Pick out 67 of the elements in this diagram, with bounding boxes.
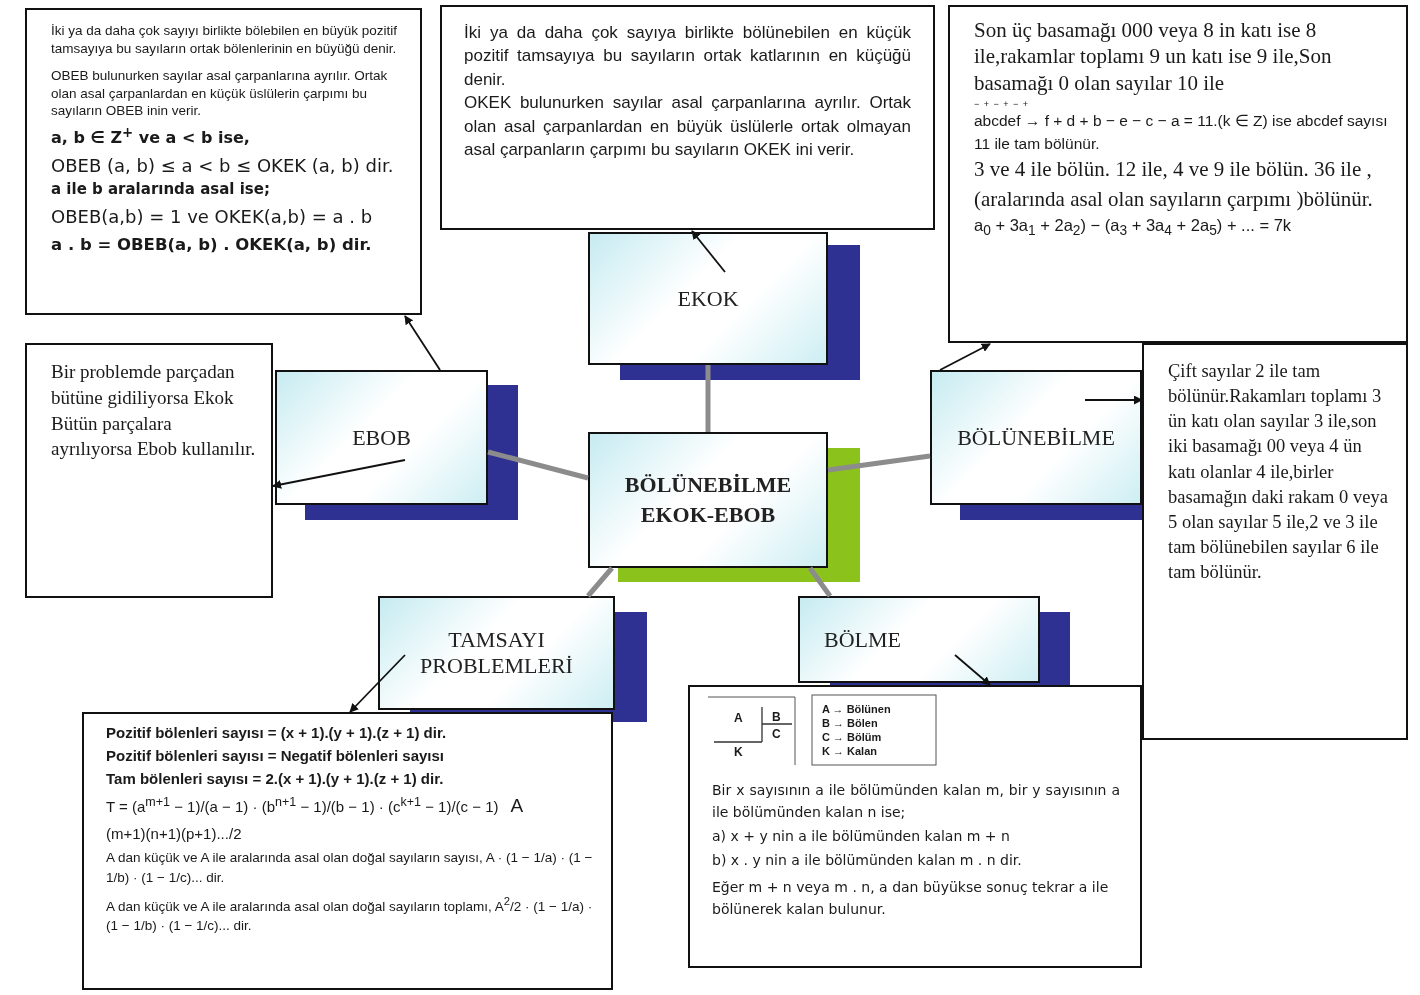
note-text: OBEB bulunurken sayılar asal çarpanlarına ayrılır. Ortak olan asal çarpanlardan en küçük üslülerin çarpımı bu sayıların OBEB inin verir. [51,67,389,120]
formula-text: (m+1)(n+1)(p+1).../2 [106,825,242,842]
topic-box [930,370,1142,505]
formula-text: abcdef → f + d + b − e − c − a = 11.(k ∈ Z) ise abcdef sayısı 11 ile tam bölünür. [974,110,1388,154]
connector-line [487,449,589,481]
note-text: Eğer m + n veya m . n, a dan büyükse sonuç tekrar a ile bölünerek kalan bulunur. [712,877,1110,920]
note-box [688,685,1142,968]
formula-text: a . b = OBEB(a, b) . OKEK(a, b) dir. [51,235,373,255]
sign-marks: − + − + − + [974,99,1031,109]
formula-text: Pozitif bölenleri sayısı = (x + 1).(y + 1).(z + 1) dir. [106,724,448,741]
formula-text: OBEB (a, b) ≤ a < b ≤ OKEK (a, b) dir. [51,155,395,177]
topic-label: BÖLÜNEBİLME [957,424,1115,451]
arrow [939,343,991,371]
topic-box [378,596,615,710]
connector-line [807,566,833,598]
note-box [1142,343,1408,740]
note-text: a ile b aralarında asal ise; [51,180,271,199]
note-text: Bir x sayısının a ile bölümünden kalan m, bir y sayısının a ile bölümünden kalan n ise; [712,781,1120,823]
formula-text: Pozitif bölenleri sayısı = Negatif bölenleri sayısı [106,747,446,764]
term-definition: C → Bölüm [822,731,882,744]
arrow [691,230,726,273]
connector-line [827,453,931,473]
topic-label: BÖLME [824,626,901,653]
division-letter: B [772,710,781,724]
note-text: A dan küçük ve A ile aralarında asal olan doğal sayıların sayısı, A · (1 − 1/a) · (1 − 1/b) · (1 − 1/c)... dir. [106,849,594,887]
arrow [1084,395,1143,405]
formula-text: Tam bölenleri sayısı = 2.(x + 1).(y + 1).(z + 1) dir. [106,770,445,787]
note-text: a) x + y nin a ile bölümünden kalan m + n [712,827,1011,844]
note-text: İki ya da daha çok sayıya birlikte bölünebilen en küçük pozitif tamsayıya bu sayıların ortak katlarının en küçüğü denir. [464,22,911,91]
connector-line [586,566,614,598]
note-text: Çift sayılar 2 ile tam bölünür.Rakamları toplamı 3 ün katı olan sayılar 3 ile,son iki basamağı 00 veya 4 ün katı olanlar 4 ile,birler basamağın daki rakam 0 veya 5 olan sayılar 5 ile,2 ve 3 ile tam bölünebilen sayılar 6 ile tam bölünür. [1168,360,1389,585]
note-text: Bir problemde parçadan bütüne gidiliyorsa Ekok Bütün parçalara ayrılıyorsa Ebob kullanılır. [51,360,257,462]
note-text: A dan küçük ve A ile aralarında asal olan doğal sayıların toplamı, A$^{2}$/2 · (1 − 1/a) · (1 − 1/b) · (1 − 1/c)... dir. [106,894,594,936]
note-text: b) x . y nin a ile bölümünden kalan m . n dir. [712,851,1023,868]
connector-line [705,365,711,432]
formula-text: A [510,795,524,817]
topic-label: EKOK [677,285,739,312]
formula-text: a, b ∈ Z$^{+}$ ve a < b ise, [51,124,251,148]
note-text: Son üç basamağı 000 veya 8 in katı ise 8 ile,rakamlar toplamı 9 un katı ise 9 ile,Son basamağı 0 olan sayılar 10 ile [974,17,1333,96]
formula-text: OBEB(a,b) = 1 ve OKEK(a,b) = a . b [51,206,374,228]
term-definition: B → Bölen [822,717,878,730]
arrow [272,459,406,489]
note-box [440,5,935,230]
note-box [948,5,1408,343]
division-letter: C [772,727,781,741]
note-text: 3 ve 4 ile bölün. 12 ile, 4 ve 9 ile bölün. 36 ile , (aralarında asal olan sayıların çarpımı )bölünür. [974,156,1374,213]
note-box [25,343,273,598]
term-definition: A → Bölünen [822,703,891,716]
central-topic-label: BÖLÜNEBİLME EKOK-EBOB [623,471,793,529]
division-letter: A [734,711,743,725]
topic-box [275,370,488,505]
formula-text: a$_{0}$ + 3a$_{1}$ + 2a$_{2}$) − (a$_{3}$ + 3a$_{4}$ + 2a$_{5}$) + ... = 7k [974,216,1293,239]
arrow [349,654,406,713]
note-box [82,712,613,990]
note-text: İki ya da daha çok sayıyı birlikte bölebilen en büyük pozitif tamsayıya bu sayıların ortak bölenlerinin en büyüğü denir. [51,22,398,58]
topic-label: EBOB [352,424,411,451]
arrow [954,654,991,686]
topic-label: TAMSAYI PROBLEMLERİ [419,627,574,679]
note-box [25,8,422,315]
topic-box [798,596,1040,683]
arrow [404,315,441,371]
central-topic-box [588,432,828,568]
formula-text: T = (a$^{m+1}$ − 1)/(a − 1) · (b$^{n+1}$ − 1)/(b − 1) · (c$^{k+1}$ − 1)/(c − 1) [106,795,499,815]
topic-box [588,232,828,365]
division-letter: K [734,745,743,759]
note-text: OKEK bulunurken sayılar asal çarpanlarına ayrılır. Ortak olan asal çarpanlardan en büyük üslülerle ortak olmayan asal çarpanların çarpımı bu sayıların OKEK ini verir. [464,92,911,162]
term-definition: K → Kalan [822,745,877,758]
